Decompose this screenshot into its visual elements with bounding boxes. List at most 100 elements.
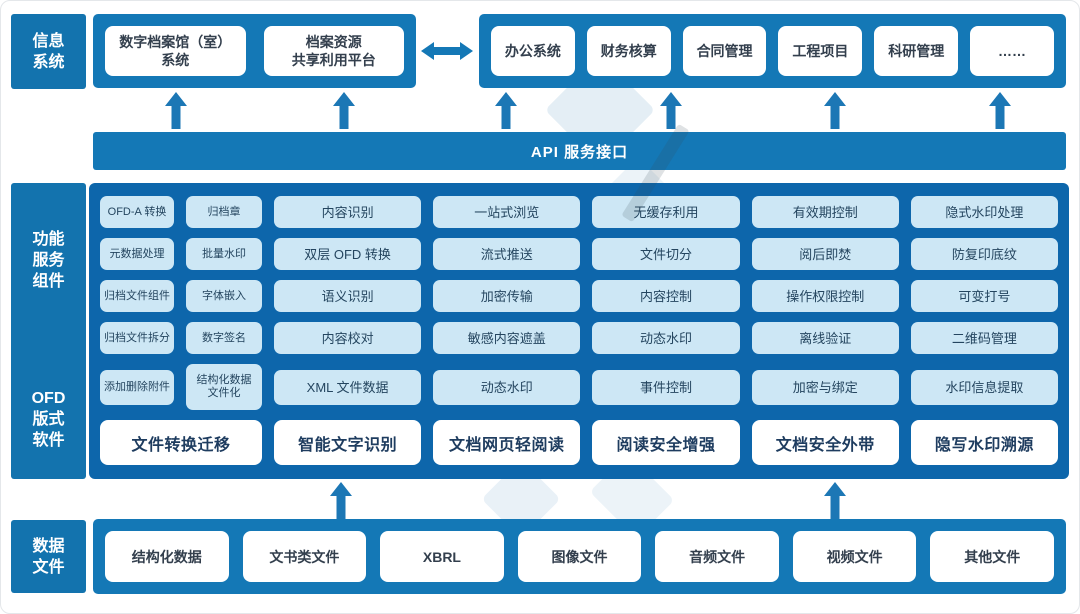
component-label: 操作权限控制 bbox=[786, 288, 865, 304]
component-label: 内容控制 bbox=[639, 288, 692, 304]
up-arrow-icon bbox=[165, 92, 187, 129]
component-label: 敏感内容遮盖 bbox=[467, 330, 546, 346]
system-box-contract: 合同管理 bbox=[682, 26, 767, 76]
box-label: 音频文件 bbox=[689, 548, 746, 565]
data-file-box-video: 视频文件 bbox=[792, 531, 917, 582]
section-label-ofd-software: OFD 版式 软件 bbox=[32, 388, 66, 451]
box-label-line: 共享利用平台 bbox=[291, 52, 376, 68]
up-arrow-icon bbox=[660, 92, 682, 129]
ofd-module-title: 文件转换迁移 bbox=[100, 420, 262, 465]
component-item: 结构化数据 文件化 bbox=[186, 364, 262, 410]
component-item: 字体嵌入 bbox=[186, 280, 262, 312]
component-label: 一站式浏览 bbox=[474, 204, 540, 220]
component-label: 流式推送 bbox=[480, 246, 533, 262]
component-label: 字体嵌入 bbox=[202, 289, 246, 302]
module-title-label: 文件转换迁移 bbox=[131, 436, 231, 454]
section-label-components-ofd: 功能 服务 组件 OFD 版式 软件 bbox=[11, 183, 86, 479]
component-label: XML 文件数据 bbox=[306, 379, 389, 395]
component-label: 离线验证 bbox=[799, 330, 852, 346]
component-label: 添加删除附件 bbox=[104, 380, 170, 393]
business-systems-group: 办公系统 财务核算 合同管理 工程项目 科研管理 …… bbox=[479, 14, 1066, 88]
component-label: 文件切分 bbox=[639, 246, 692, 262]
box-label: 合同管理 bbox=[696, 43, 753, 59]
system-box-research: 科研管理 bbox=[874, 26, 959, 76]
component-item: 阅后即焚 bbox=[751, 238, 899, 270]
component-item: 语义识别 bbox=[274, 280, 422, 312]
section-label-line: 信息 bbox=[32, 32, 65, 50]
component-item: 归档章 bbox=[186, 196, 262, 228]
component-label: 水印信息提取 bbox=[945, 379, 1024, 395]
box-label: 财务核算 bbox=[600, 43, 657, 59]
component-item: 数字签名 bbox=[186, 322, 262, 354]
component-item: 动态水印 bbox=[433, 369, 581, 405]
ofd-module-title: 隐写水印溯源 bbox=[910, 420, 1058, 465]
component-label: 防复印底纹 bbox=[951, 246, 1017, 262]
data-file-box-images: 图像文件 bbox=[517, 531, 642, 582]
system-box-digital-archive: 数字档案馆（室） 系统 bbox=[105, 26, 246, 76]
system-box-archive-sharing-platform: 档案资源 共享利用平台 bbox=[263, 26, 404, 76]
component-item: 一站式浏览 bbox=[433, 196, 581, 228]
section-label-line: 功能 bbox=[32, 231, 65, 248]
component-label: 隐式水印处理 bbox=[945, 204, 1024, 220]
component-label: 有效期控制 bbox=[792, 204, 858, 220]
component-item: 内容识别 bbox=[274, 196, 422, 228]
module-title-label: 阅读安全增强 bbox=[616, 436, 716, 454]
component-label: 动态水印 bbox=[639, 330, 692, 346]
component-label: 加密传输 bbox=[480, 288, 533, 304]
component-item: 添加删除附件 bbox=[100, 369, 174, 405]
data-files-group: 结构化数据 文书类文件 XBRL 图像文件 音频文件 视频文件 其他文件 bbox=[93, 519, 1066, 594]
box-label-line: 数字档案馆（室） bbox=[119, 34, 232, 50]
ofd-module-title: 阅读安全增强 bbox=[592, 420, 740, 465]
module-title-label: 隐写水印溯源 bbox=[934, 436, 1034, 454]
box-label: 结构化数据 bbox=[131, 548, 202, 565]
component-item: 操作权限控制 bbox=[751, 280, 899, 312]
component-label: 归档文件拆分 bbox=[104, 331, 170, 344]
component-item: OFD-A 转换 bbox=[100, 196, 174, 228]
component-item: 归档文件组件 bbox=[100, 280, 174, 312]
components-grid: OFD-A 转换 归档章 内容识别 一站式浏览 无缓存利用 有效期控制 隐式水印… bbox=[89, 183, 1069, 479]
component-label: 事件控制 bbox=[639, 379, 692, 395]
up-arrow-icon bbox=[495, 92, 517, 129]
section-label-line: 服务 bbox=[32, 252, 65, 269]
box-label: 视频文件 bbox=[826, 548, 883, 565]
data-file-box-xbrl: XBRL bbox=[380, 531, 504, 582]
component-label: 数字签名 bbox=[202, 331, 246, 344]
section-label-info-systems: 信息 系统 bbox=[11, 14, 86, 89]
component-item: 归档文件拆分 bbox=[100, 322, 174, 354]
double-horizontal-arrow-icon bbox=[421, 39, 473, 68]
component-item: 无缓存利用 bbox=[592, 196, 740, 228]
component-item: 防复印底纹 bbox=[910, 238, 1058, 270]
box-label: 其他文件 bbox=[964, 548, 1021, 565]
component-label: 动态水印 bbox=[480, 379, 533, 395]
section-label-line: 文件 bbox=[32, 558, 65, 576]
component-item: 可变打号 bbox=[910, 280, 1058, 312]
component-item: 隐式水印处理 bbox=[910, 196, 1058, 228]
box-label: …… bbox=[998, 43, 1027, 59]
component-label-line: 结构化数据 bbox=[196, 374, 252, 386]
component-item: 加密与绑定 bbox=[751, 369, 899, 405]
component-label: 批量水印 bbox=[202, 247, 246, 260]
ofd-module-title: 文档安全外带 bbox=[751, 420, 899, 465]
box-label-line: 档案资源 bbox=[305, 34, 362, 50]
box-label: XBRL bbox=[422, 548, 461, 565]
data-file-box-documents: 文书类文件 bbox=[242, 531, 367, 582]
up-arrow-icon bbox=[824, 482, 846, 519]
component-item: 文件切分 bbox=[592, 238, 740, 270]
up-arrow-icon bbox=[824, 92, 846, 129]
module-title-label: 文档网页轻阅读 bbox=[449, 436, 565, 454]
module-title-label: 智能文字识别 bbox=[298, 436, 398, 454]
component-label: 可变打号 bbox=[958, 288, 1011, 304]
component-label: 语义识别 bbox=[321, 288, 374, 304]
component-item: 离线验证 bbox=[751, 322, 899, 354]
ofd-module-title: 智能文字识别 bbox=[274, 420, 422, 465]
component-label: 归档文件组件 bbox=[104, 289, 170, 302]
component-label: 阅后即焚 bbox=[799, 246, 852, 262]
archive-systems-group: 数字档案馆（室） 系统 档案资源 共享利用平台 bbox=[93, 14, 416, 88]
data-file-box-other: 其他文件 bbox=[930, 531, 1055, 582]
system-box-engineering: 工程项目 bbox=[778, 26, 863, 76]
component-label: OFD-A 转换 bbox=[107, 205, 167, 218]
component-item: XML 文件数据 bbox=[274, 369, 422, 405]
system-box-finance: 财务核算 bbox=[586, 26, 671, 76]
system-box-ellipsis: …… bbox=[970, 26, 1054, 76]
